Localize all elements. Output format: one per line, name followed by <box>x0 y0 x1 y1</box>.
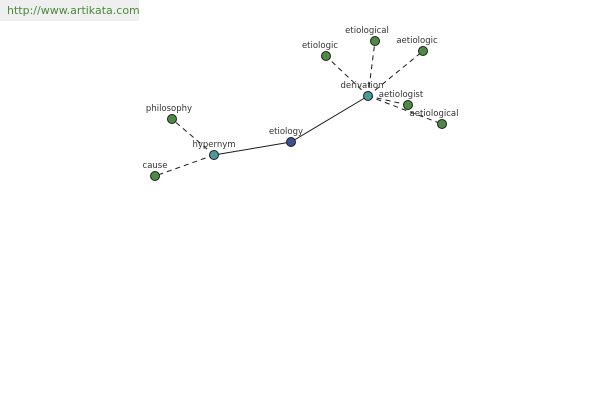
node-label-hypernym: hypernym <box>192 140 235 150</box>
node-label-aetiological: aetiological <box>410 109 459 119</box>
node-aetiologic[interactable] <box>418 46 428 56</box>
edge-derivation-etiological <box>367 40 376 97</box>
node-label-aetiologic: aetiologic <box>396 36 438 46</box>
graph-edges <box>154 40 443 177</box>
node-derivation[interactable] <box>363 91 373 101</box>
source-url-banner[interactable]: http://www.artikata.com <box>0 0 140 21</box>
node-hypernym[interactable] <box>209 150 219 160</box>
edge-etiology-derivation <box>290 95 369 143</box>
edge-hypernym-philosophy <box>171 118 215 156</box>
node-cause[interactable] <box>150 171 160 181</box>
node-label-philosophy: philosophy <box>146 104 192 114</box>
graph-nodes <box>150 36 447 181</box>
node-etiology[interactable] <box>286 137 296 147</box>
source-url-text: http://www.artikata.com <box>7 4 140 17</box>
edge-derivation-aetiologist <box>367 95 409 106</box>
node-label-derivation: derivation <box>340 81 383 91</box>
node-label-aetiologist: aetiologist <box>379 90 424 100</box>
node-philosophy[interactable] <box>167 114 177 124</box>
graph-labels: etiology hypernym derivation philosophy caus… <box>143 26 459 171</box>
node-etiological[interactable] <box>370 36 380 46</box>
node-label-etiology: etiology <box>269 127 303 137</box>
node-aetiologist[interactable] <box>403 100 413 110</box>
node-etiologic[interactable] <box>321 51 331 61</box>
edge-hypernym-cause <box>154 154 215 177</box>
edge-derivation-etiologic <box>325 55 369 97</box>
edge-derivation-aetiologic <box>367 50 424 97</box>
edge-derivation-aetiological <box>367 95 443 125</box>
node-label-cause: cause <box>143 161 168 171</box>
node-aetiological[interactable] <box>437 119 447 129</box>
node-label-etiologic: etiologic <box>302 41 338 51</box>
edge-etiology-hypernym <box>213 141 292 156</box>
node-label-etiological: etiological <box>345 26 389 36</box>
